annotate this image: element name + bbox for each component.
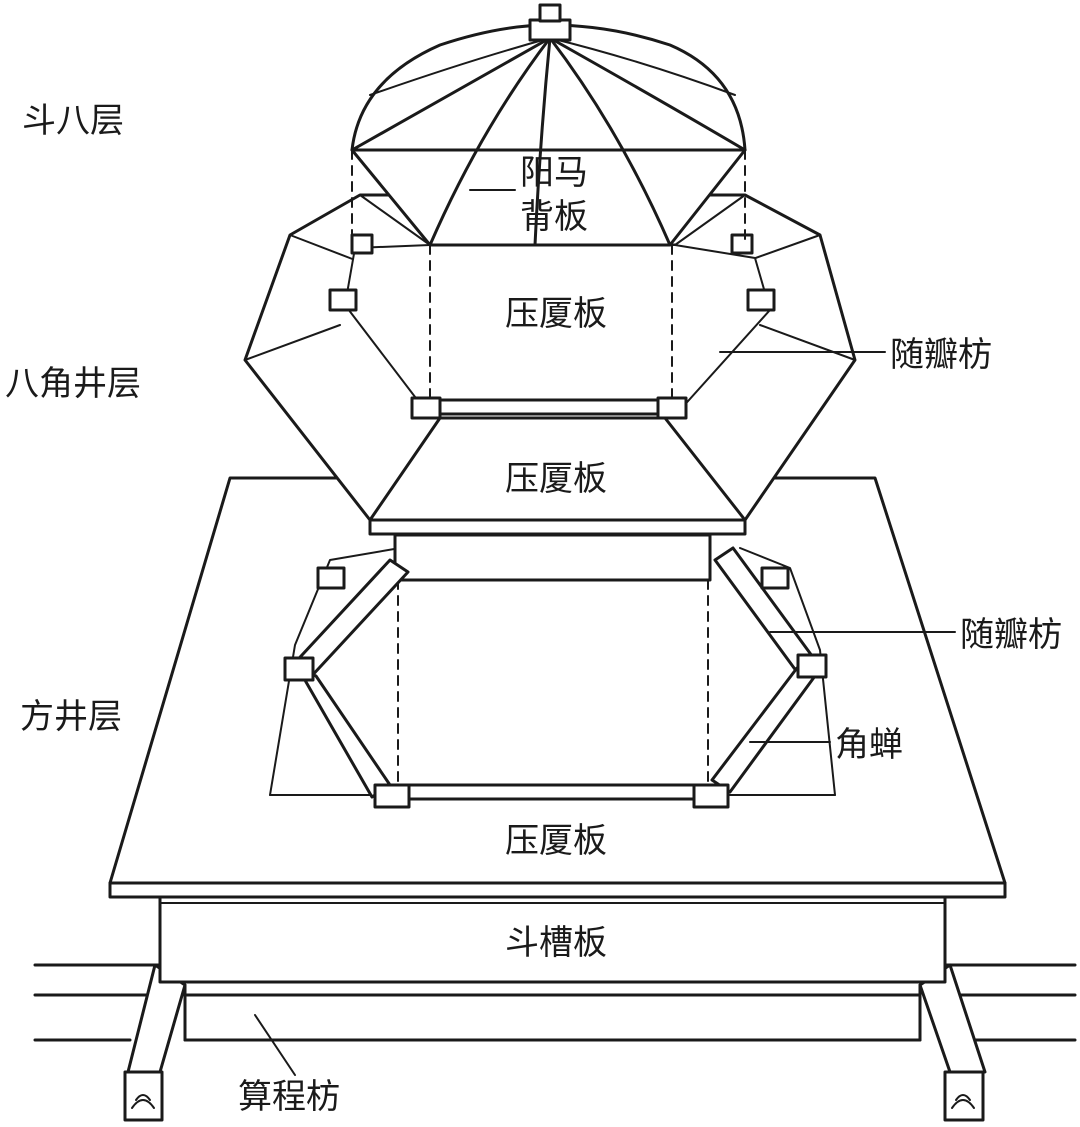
- label-yang-ma: 阳马: [520, 153, 588, 193]
- label-suan-cheng-fang: 算程枋: [238, 1077, 340, 1117]
- label-ba-jiao-jing-layer: 八角井层: [5, 364, 141, 404]
- label-dou-ba-layer: 斗八层: [22, 101, 124, 141]
- diagram-labels: 斗八层 八角井层 方井层 阳马 背板 压厦板 压厦板 压厦板 随瓣枋 随瓣枋 角…: [5, 101, 1062, 1117]
- label-ya-xia-ban-top: 压厦板: [505, 294, 607, 334]
- label-dou-cao-ban: 斗槽板: [505, 923, 607, 963]
- label-jiao-chan: 角蝉: [835, 725, 903, 765]
- label-ya-xia-ban-mid: 压厦板: [505, 459, 607, 499]
- label-sui-ban-fang-lower: 随瓣枋: [960, 615, 1062, 655]
- lower-octagon-frame: [283, 533, 828, 809]
- leader-lines: [254, 189, 956, 1076]
- dou-cao-ban-board: [158, 895, 947, 984]
- dome-finial: [528, 18, 572, 42]
- dome-dou-ba: [350, 3, 747, 247]
- label-ya-xia-ban-bottom: 压厦板: [505, 821, 607, 861]
- middle-octagon-layer: [243, 193, 857, 536]
- suan-cheng-fang-beams: [33, 963, 1077, 1122]
- label-bei-ban: 背板: [520, 197, 588, 237]
- label-fang-jing-layer: 方井层: [20, 697, 122, 737]
- label-sui-ban-fang-upper: 随瓣枋: [890, 335, 992, 375]
